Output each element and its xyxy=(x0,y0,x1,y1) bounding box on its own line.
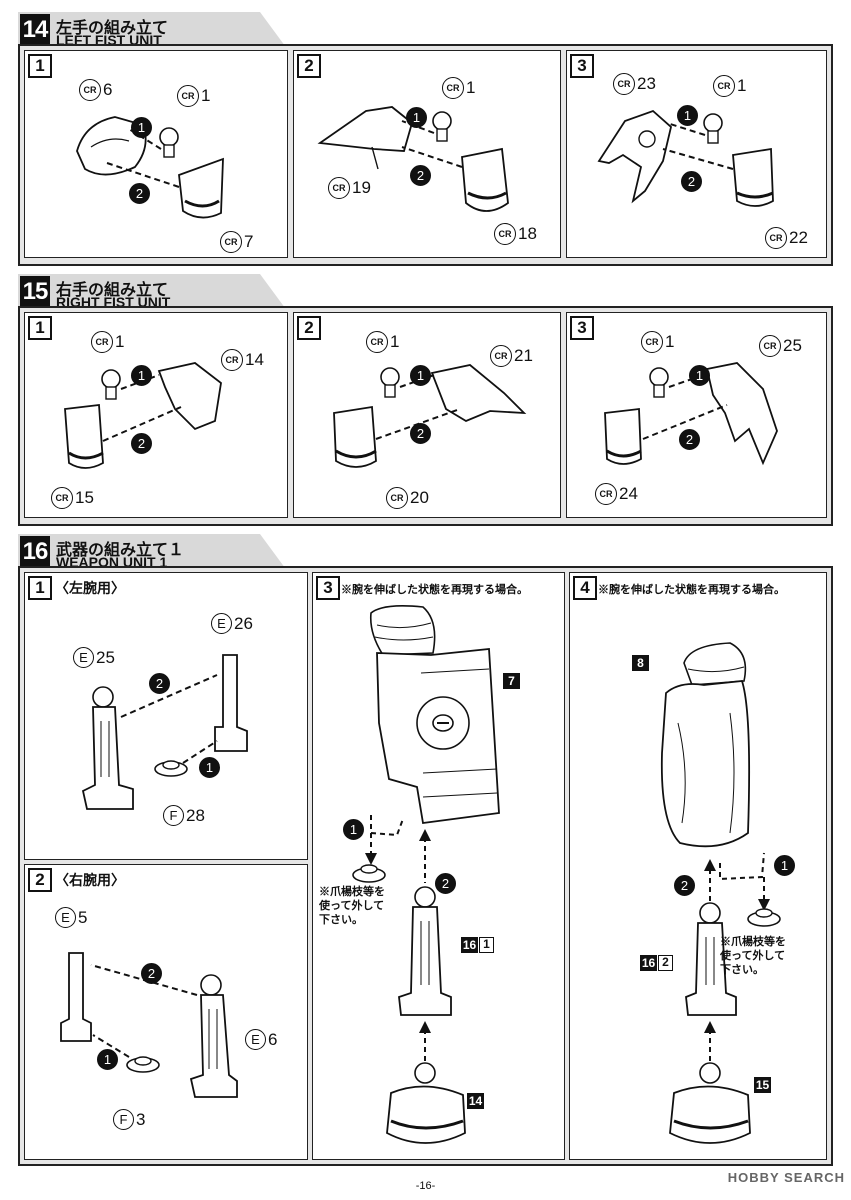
section-number: 15 xyxy=(20,276,50,308)
step-number: 1 xyxy=(28,576,52,600)
step-number: 3 xyxy=(316,576,340,600)
assembly-illustration xyxy=(333,364,527,468)
section-16-header: 16 武器の組み立て１ WEAPON UNIT 1 xyxy=(18,534,288,572)
order-marker: 2 xyxy=(674,875,695,896)
order-marker: 1 xyxy=(689,365,710,386)
assembly-illustration xyxy=(352,605,500,1144)
sub-assembly-ref: 14 xyxy=(467,1093,484,1109)
order-marker: 1 xyxy=(410,365,431,386)
step-number: 3 xyxy=(570,316,594,340)
assembly-illustration xyxy=(317,106,509,212)
step-note: ※腕を伸ばした状態を再現する場合。 xyxy=(341,584,528,596)
order-marker: 1 xyxy=(131,117,152,138)
watermark: HOBBY SEARCH xyxy=(727,1170,845,1185)
order-marker: 1 xyxy=(774,855,795,876)
order-marker: 1 xyxy=(97,1049,118,1070)
order-marker: 2 xyxy=(679,429,700,450)
step-note: ※腕を伸ばした状態を再現する場合。 xyxy=(598,584,785,596)
order-marker: 1 xyxy=(131,365,152,386)
assembly-illustration xyxy=(597,109,774,207)
step-panel: 3 ※腕を伸ばした状態を再現する場合。 xyxy=(312,572,565,1160)
step-number: 2 xyxy=(297,54,321,78)
order-marker: 1 xyxy=(677,105,698,126)
order-marker: 1 xyxy=(406,107,427,128)
order-marker: 2 xyxy=(435,873,456,894)
assembly-illustration xyxy=(81,654,248,810)
order-marker: 2 xyxy=(141,963,162,984)
step-caption: 〈右腕用〉 xyxy=(55,872,125,888)
sub-assembly-ref: 7 xyxy=(503,673,520,689)
section-title-jp: 左手の組み立て xyxy=(56,20,169,37)
assembly-illustration xyxy=(604,362,778,466)
order-marker: 2 xyxy=(129,183,150,204)
assembly-illustration xyxy=(60,952,238,1098)
warning-note: ※爪楊枝等を 使って外して 下さい。 xyxy=(319,886,385,926)
order-marker: 2 xyxy=(131,433,152,454)
order-marker: 2 xyxy=(149,673,170,694)
order-marker: 2 xyxy=(410,423,431,444)
section-number: 16 xyxy=(20,536,50,568)
order-marker: 1 xyxy=(199,757,220,778)
page-number: -16- xyxy=(415,1180,436,1192)
sub-assembly-ref: 15 xyxy=(754,1077,771,1093)
order-marker: 1 xyxy=(343,819,364,840)
assembly-illustration xyxy=(64,362,222,469)
step-number: 1 xyxy=(28,316,52,340)
step-caption: 〈左腕用〉 xyxy=(55,580,125,596)
section-number: 14 xyxy=(20,14,50,46)
step-number: 1 xyxy=(28,54,52,78)
assembly-illustration xyxy=(660,642,781,1144)
assembly-illustration xyxy=(76,116,224,219)
section-title-jp: 右手の組み立て xyxy=(56,282,169,299)
warning-note: ※爪楊枝等を 使って外して 下さい。 xyxy=(720,936,786,976)
order-marker: 2 xyxy=(410,165,431,186)
step-number: 2 xyxy=(297,316,321,340)
step-number: 2 xyxy=(28,868,52,892)
sub-assembly-ref: 8 xyxy=(632,655,649,671)
section-14-header: 14 左手の組み立て LEFT FIST UNIT xyxy=(18,12,288,50)
order-marker: 2 xyxy=(681,171,702,192)
step-number: 3 xyxy=(570,54,594,78)
section-title-jp: 武器の組み立て１ xyxy=(56,542,185,559)
step-number: 4 xyxy=(573,576,597,600)
